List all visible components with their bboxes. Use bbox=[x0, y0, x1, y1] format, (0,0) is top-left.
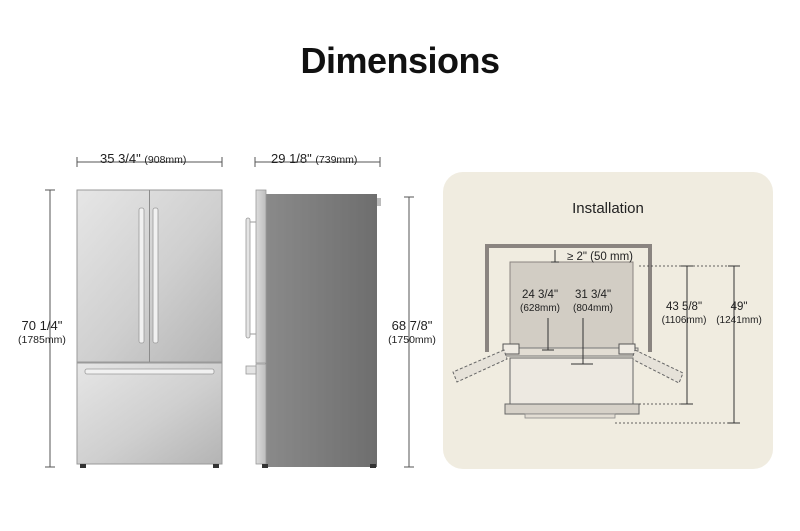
open-door-right bbox=[631, 349, 684, 384]
fridge-side-view bbox=[245, 189, 381, 468]
side-depth-label: 29 1/8" (739mm) bbox=[271, 151, 357, 166]
installation-title: Installation bbox=[572, 200, 644, 217]
installation-panel: Installation bbox=[443, 172, 773, 469]
front-width-mm: (908mm) bbox=[144, 154, 187, 166]
depth-a-label: 24 3/4" (628mm) bbox=[519, 289, 560, 314]
side-height-label: 68 7/8" (1750mm) bbox=[383, 318, 441, 348]
fridge-front-view bbox=[76, 189, 223, 468]
front-height-label: 70 1/4" (1785mm) bbox=[18, 318, 66, 348]
page-title: Dimensions bbox=[300, 40, 500, 81]
side-depth-mm: (739mm) bbox=[315, 154, 358, 166]
front-height-mm: (1785mm) bbox=[18, 334, 66, 346]
side-height-inches: 68 7/8" bbox=[391, 318, 433, 333]
front-height-dimension-line bbox=[45, 189, 55, 468]
front-width-inches: 35 3/4" bbox=[100, 151, 141, 166]
side-depth-dimension-line bbox=[254, 157, 381, 167]
depth-ab-dimension-lines bbox=[542, 318, 593, 365]
clearance-dimension-arrow bbox=[551, 250, 559, 263]
installation-top-view bbox=[452, 244, 740, 424]
depth-c-label: 43 5/8" (1106mm) bbox=[661, 301, 707, 326]
side-height-mm: (1750mm) bbox=[388, 334, 436, 346]
front-width-label: 35 3/4" (908mm) bbox=[100, 151, 186, 166]
side-depth-inches: 29 1/8" bbox=[271, 151, 312, 166]
side-height-dimension-line bbox=[404, 196, 414, 468]
front-height-inches: 70 1/4" bbox=[21, 318, 63, 333]
depth-d-label: 49" (1241mm) bbox=[716, 301, 762, 326]
front-width-dimension-line bbox=[76, 157, 223, 167]
clearance-label: ≥ 2" (50 mm) bbox=[567, 251, 633, 263]
depth-cd-dimension-lines bbox=[615, 265, 740, 424]
depth-b-label: 31 3/4" (804mm) bbox=[572, 289, 613, 314]
open-door-left bbox=[452, 349, 508, 383]
